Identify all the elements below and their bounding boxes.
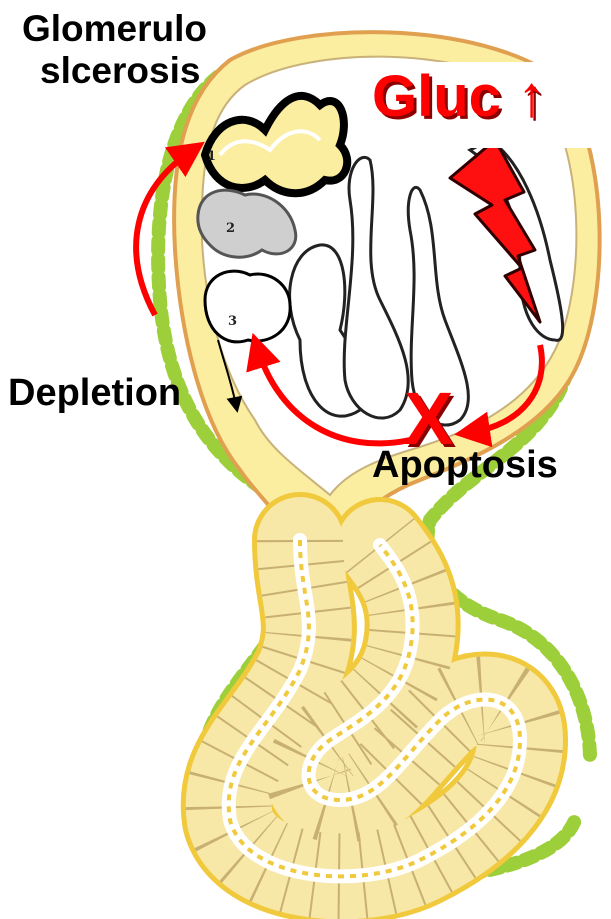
glomerulus-number-2: 2 [226, 221, 235, 236]
tubule [229, 540, 520, 876]
apoptosis-label: Apoptosis [372, 446, 558, 484]
glomerulus-number-1: 1 [207, 149, 216, 164]
glomerulus-number-3: 3 [228, 314, 237, 329]
glomerulus-3 [205, 271, 290, 342]
glomerulo-label-line2: slcerosis [40, 52, 200, 89]
depletion-label: Depletion [8, 374, 181, 412]
glomerulo-label-line1: Glomerulo [22, 10, 207, 47]
gluc-label: Gluc ↑ [372, 68, 546, 126]
